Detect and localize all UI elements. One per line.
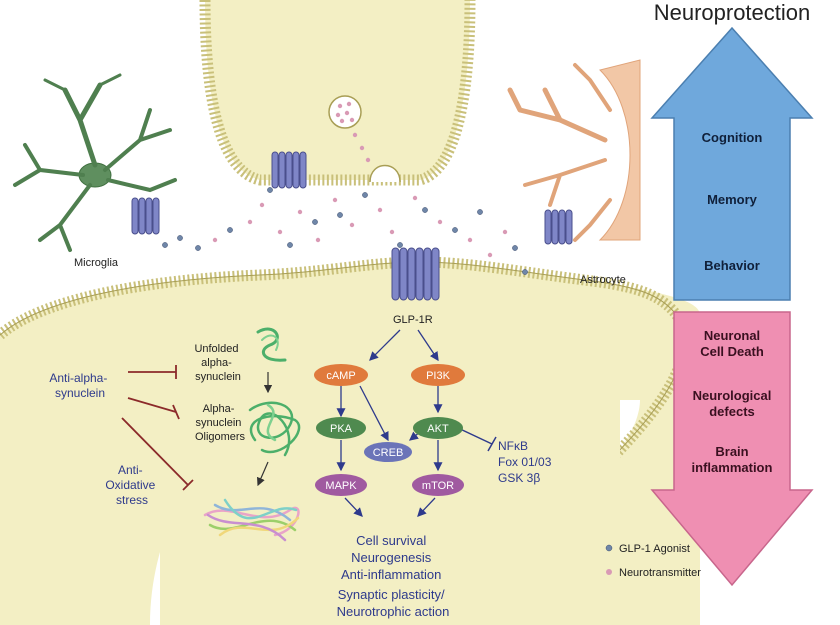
aggregation-arrows (257, 372, 273, 487)
inhibited-targets: NFκB Fox 01/03 GSK 3β (498, 439, 555, 485)
node-akt: AKT (413, 417, 463, 439)
node-pka: PKA (316, 417, 366, 439)
up-item-3: Behavior (704, 258, 760, 273)
up-arrow: Cognition Memory Behavior (650, 26, 814, 301)
fibril-aggregate (203, 498, 300, 542)
oligomers-label: Alpha- synuclein Oligomers (195, 403, 246, 443)
astrocyte-cell (507, 59, 641, 242)
svg-text:CREB: CREB (373, 447, 404, 459)
legend-neurotransmitter-swatch (606, 569, 612, 575)
legend-agonist-label: GLP-1 Agonist (619, 543, 690, 555)
node-mapk: MAPK (315, 474, 367, 496)
node-mtor: mTOR (412, 474, 464, 496)
svg-text:MAPK: MAPK (325, 480, 357, 492)
neuroprotection-title: Neuroprotection (654, 0, 811, 25)
legend-neurotransmitter-label: Neurotransmitter (619, 567, 701, 579)
up-item-1: Cognition (702, 130, 763, 145)
svg-text:PKA: PKA (330, 423, 353, 435)
node-camp: cAMP (314, 364, 368, 386)
akt-inhibition (457, 427, 497, 452)
postsynaptic-neuron (0, 256, 700, 625)
receptor-astrocyte (544, 209, 573, 245)
unfolded-label: Unfolded alpha- synuclein (194, 343, 241, 383)
presynaptic-terminal (199, 0, 476, 186)
presynaptic-membrane (199, 0, 476, 186)
svg-text:AKT: AKT (427, 423, 449, 435)
unfolded-protein (256, 327, 287, 362)
receptor-microglia (131, 197, 160, 235)
pathway-arrows (336, 329, 443, 517)
svg-text:mTOR: mTOR (422, 480, 454, 492)
node-pi3k: PI3K (411, 364, 465, 386)
astrocyte-label: Astrocyte (580, 274, 626, 286)
up-item-2: Memory (707, 192, 758, 207)
receptor-presynaptic (271, 151, 307, 189)
oligomer-protein (248, 401, 301, 457)
legend: GLP-1 Agonist Neurotransmitter (605, 543, 701, 579)
synuclein-inhibitions (121, 365, 194, 491)
anti-oxidative-label: Anti- Oxidative stress (105, 463, 158, 507)
legend-agonist-swatch (605, 544, 613, 552)
svg-text:cAMP: cAMP (326, 370, 355, 382)
anti-alpha-label: Anti-alpha- synuclein (49, 371, 110, 400)
receptor-label: GLP-1R (393, 314, 433, 326)
node-creb: CREB (364, 442, 412, 462)
glp1-agonist-particles (162, 187, 528, 275)
glp1r-receptor (391, 247, 440, 301)
microglia-label: Microglia (74, 257, 119, 269)
neurotransmitter-particles (212, 132, 508, 258)
microglia-cell (13, 73, 177, 252)
outcomes-list: Cell survival Neurogenesis Anti-inflamma… (337, 533, 450, 619)
svg-text:PI3K: PI3K (426, 370, 451, 382)
synaptic-vesicle (328, 95, 362, 129)
